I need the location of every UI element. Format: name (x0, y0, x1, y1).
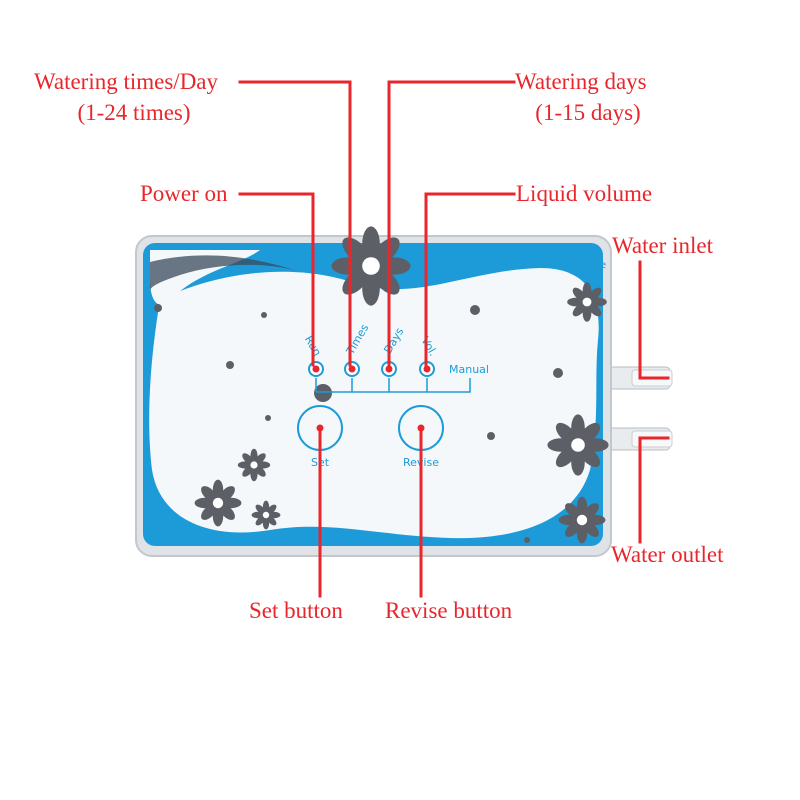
indicator-label-manual: Manual (449, 363, 489, 376)
callout-revise-button: Revise button (385, 598, 513, 623)
leader-power-on (238, 192, 315, 367)
callout-watering-days: Watering days (1-15 days) (515, 66, 661, 128)
indicator-led-times (344, 361, 360, 377)
dark-wave (150, 255, 300, 290)
callout-watering-days-title: Watering days (515, 69, 647, 94)
leader-water-outlet (638, 436, 670, 544)
callout-watering-days-sub: (1-15 days) (535, 100, 641, 125)
device-title: YX-A1 Automatic Watering Device (436, 260, 606, 271)
callout-watering-times-title: Watering times/Day (34, 69, 219, 94)
leader-watering-days (387, 80, 516, 367)
callout-liquid-volume: Liquid volume (516, 181, 653, 206)
leader-watering-times (238, 80, 352, 367)
indicator-bracket (315, 378, 471, 393)
leader-water-inlet (638, 260, 670, 380)
indicator-led-run (308, 361, 324, 377)
callout-power-on: Power on (140, 181, 228, 206)
leader-liquid-volume (424, 192, 516, 367)
callout-water-outlet: Water outlet (611, 542, 724, 567)
callout-watering-times: Watering times/Day (1-24 times) (34, 66, 234, 128)
decor-dots (154, 304, 563, 543)
callout-watering-times-sub: (1-24 times) (77, 100, 191, 125)
callout-water-inlet: Water inlet (612, 233, 713, 258)
callout-set-button: Set button (249, 598, 343, 623)
